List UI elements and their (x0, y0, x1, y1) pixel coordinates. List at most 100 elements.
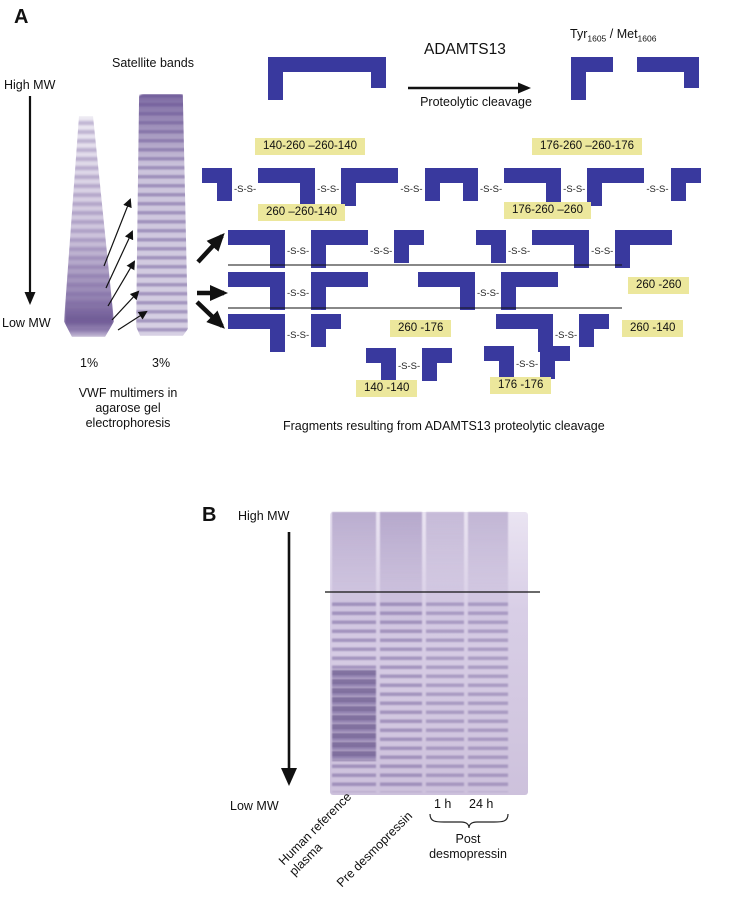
panel-b-label: B (202, 504, 217, 526)
fragment-big-shape (504, 168, 562, 206)
satellite-band-arrow (103, 198, 132, 267)
fragment-big-shape (311, 272, 369, 310)
disulfide-bond-label: -S-S- (563, 184, 586, 195)
fragment-combination-label: 260 -260 (628, 277, 690, 294)
gel-smear (380, 512, 422, 648)
fragment-small-shape (476, 230, 506, 263)
lane-label-24h: 24 h (469, 797, 494, 811)
fragment-group-176-176: -S-S- (484, 346, 571, 379)
lane-1pct-label: 1% (80, 356, 99, 370)
lane-3pct-label: 3% (152, 356, 171, 370)
fragment-group-140-260-260-140: -S-S- -S-S- -S-S- (202, 168, 455, 206)
gel-lane-3pct (136, 94, 188, 336)
proteolytic-cleavage-label: Proteolytic cleavage (420, 95, 532, 109)
lane-label-1h: 1 h (434, 797, 452, 811)
fragment-big-shape (228, 272, 285, 310)
disulfide-bond-label: -S-S- (287, 246, 310, 257)
fragment-small-shape (311, 314, 342, 347)
tyr-text: Tyr (570, 27, 588, 41)
fragment-combination-label: 140 -140 (356, 380, 418, 397)
satellite-bands-label: Satellite bands (112, 56, 195, 70)
fragment-big-shape (258, 168, 316, 206)
fragment-combination-label: 260 –260-140 (258, 204, 345, 221)
fragment-group-176-260-260-176: -S-S- -S-S- -S-S- (448, 168, 701, 206)
panel-a-label: A (14, 6, 29, 28)
disulfide-bond-label: -S-S- (398, 361, 421, 372)
vwf-monomer-shape (268, 57, 386, 100)
fragment-big-shape (501, 272, 559, 310)
disulfide-bond-label: -S-S- (234, 184, 257, 195)
band-to-fragments-arrow (195, 300, 225, 329)
low-mw-label-a: Low MW (2, 316, 51, 330)
gel-smear (468, 512, 508, 648)
disulfide-bond-label: -S-S- (555, 330, 578, 341)
satellite-band-arrow (105, 230, 134, 289)
fragment-small-shape (448, 168, 478, 201)
fragment-combination-label: 176-260 –260 (504, 202, 591, 219)
underbrace (429, 813, 509, 829)
gel-lane-pre-desmopressin (380, 512, 422, 795)
disulfide-bond-label: -S-S- (480, 184, 503, 195)
disulfide-bond-label: -S-S- (287, 288, 310, 299)
met-text: / Met (606, 27, 638, 41)
fragment-combination-label: 260 -176 (390, 320, 452, 337)
fragment-group-260-260: -S-S- (418, 272, 559, 310)
disulfide-bond-label: -S-S- (477, 288, 500, 299)
satellite-band-arrow (107, 260, 136, 307)
fragment-group-176-260-260: -S-S- -S-S- (476, 230, 673, 268)
fragment-big-shape (311, 230, 369, 268)
fragment-small-shape (579, 314, 610, 347)
gel-lane-24h (468, 512, 508, 795)
cleavage-site-label: Tyr1605 / Met1606 (570, 27, 656, 47)
gel-lane-1pct (64, 116, 114, 337)
disulfide-bond-label: -S-S- (646, 184, 669, 195)
disulfide-bond-label: -S-S- (370, 246, 393, 257)
fragment-big-shape (587, 168, 645, 206)
low-mw-label-b: Low MW (230, 799, 279, 813)
fragment-combination-label: 176 -176 (490, 377, 552, 394)
gel-smear (332, 512, 376, 648)
gel-bands (380, 596, 422, 793)
high-mw-label-b: High MW (238, 509, 290, 523)
fragment-big-shape (228, 314, 285, 352)
fragment-big-shape (341, 168, 399, 206)
disulfide-bond-label: -S-S- (287, 330, 310, 341)
fragment-big-shape (532, 230, 590, 268)
gel-bands (468, 596, 508, 793)
disulfide-bond-label: -S-S- (317, 184, 340, 195)
tyr-subscript: 1605 (587, 33, 607, 44)
fragment-small-shape (366, 348, 396, 381)
fragment-big-shape (228, 230, 285, 268)
disulfide-bond-label: -S-S- (400, 184, 423, 195)
fragment-small-shape (202, 168, 232, 201)
post-desmopressin-label: Post desmopressin (429, 832, 507, 861)
fragment-group-260-260: -S-S- (228, 272, 369, 310)
fragment-small-shape (484, 346, 514, 379)
cleaved-c-fragment-shape (637, 57, 699, 88)
fragment-group-260-176: -S-S- (228, 314, 342, 352)
fragment-combination-label: 260 -140 (622, 320, 684, 337)
fragment-small-shape (422, 348, 453, 381)
fragment-big-shape (615, 230, 673, 268)
satellite-band-arrow (111, 290, 140, 321)
fragment-combination-label: 140-260 –260-140 (255, 138, 365, 155)
disulfide-bond-label: -S-S- (516, 359, 539, 370)
fragment-small-shape (670, 168, 701, 201)
gel-lane-human-reference (332, 512, 376, 795)
fragment-combination-label: 176-260 –260-176 (532, 138, 642, 155)
met-subscript: 1606 (637, 33, 657, 44)
gel-bands (426, 596, 464, 793)
fragment-group-260-140: -S-S- (496, 314, 610, 352)
fragment-group-260-260-140: -S-S- -S-S- (228, 230, 425, 268)
high-mw-label-a: High MW (4, 78, 56, 92)
fragments-caption: Fragments resulting from ADAMTS13 proteo… (283, 419, 605, 433)
cleaved-n-fragment-shape (571, 57, 613, 100)
fragment-group-140-140: -S-S- (366, 348, 453, 381)
disulfide-bond-label: -S-S- (508, 246, 531, 257)
fragment-small-shape (540, 346, 571, 379)
gel-caption: VWF multimers in agarose gel electrophor… (78, 386, 178, 430)
fragment-big-shape (418, 272, 475, 310)
desmopressin-gel-image (330, 512, 528, 795)
fragment-small-shape (394, 230, 425, 263)
band-to-fragments-arrow (196, 233, 225, 264)
